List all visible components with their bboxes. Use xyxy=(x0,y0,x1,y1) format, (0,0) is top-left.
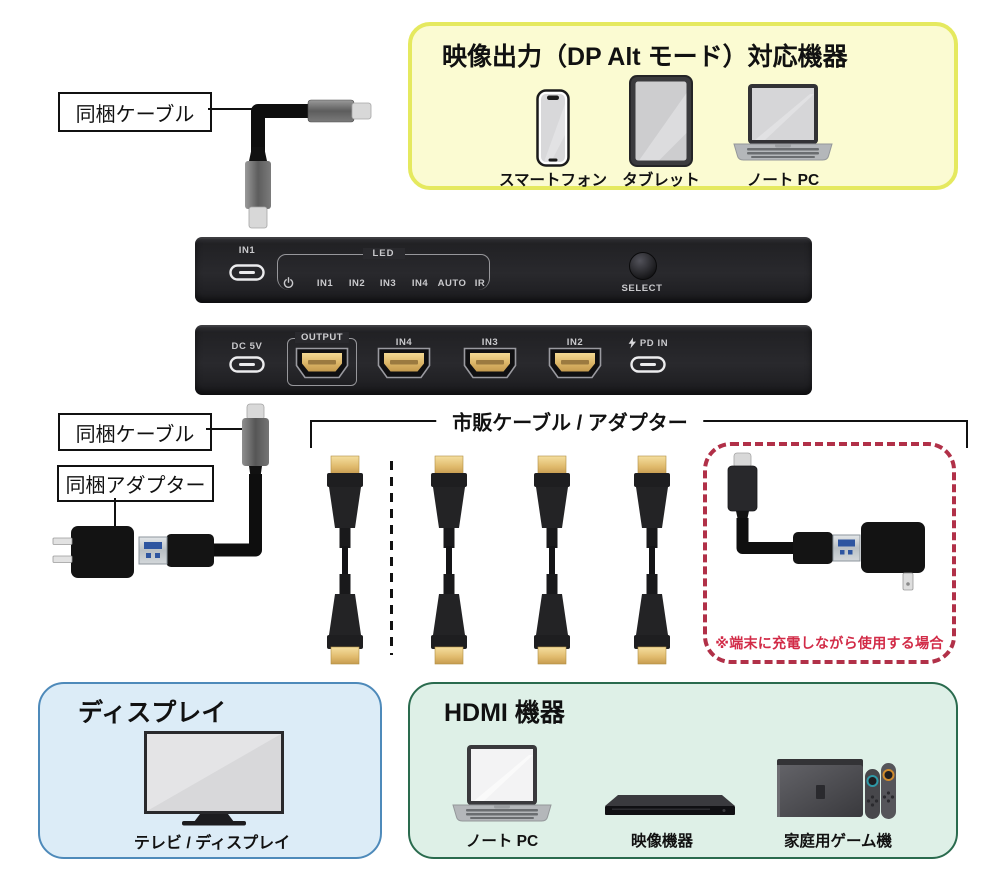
bundled-cable-top-text: 同梱ケーブル xyxy=(75,103,195,126)
hdmi-cable-icon xyxy=(327,455,363,665)
hdmi-cable-icon xyxy=(431,455,467,665)
usbc-port-icon xyxy=(630,356,666,373)
led-label-in1: IN1 xyxy=(316,278,334,289)
laptop-label: ノート PC xyxy=(746,172,820,189)
smartphone-label: スマートフォン xyxy=(498,172,608,189)
laptop-icon xyxy=(733,84,833,161)
hdmi-cable-icon xyxy=(534,455,570,665)
power-adapter-cable-icon xyxy=(52,403,269,578)
laptop-icon xyxy=(452,745,552,822)
in2-label: IN2 xyxy=(566,337,584,348)
dp-alt-supported-box: 映像出力（DP Alt モード）対応機器 スマートフォン タブレット ノート P… xyxy=(408,22,958,190)
laptop-label: ノート PC xyxy=(465,833,539,850)
switcher-back-panel: DC 5V OUTPUT IN4 IN3 xyxy=(195,325,812,395)
display-box: ディスプレイ テレビ / ディスプレイ xyxy=(38,682,382,859)
charging-note: ※端末に充電しながら使用する場合 xyxy=(715,635,944,651)
in4-label: IN4 xyxy=(395,337,413,348)
display-box-title: ディスプレイ xyxy=(78,699,227,727)
led-label-ir: IR xyxy=(474,278,486,289)
hdmi-box-title: HDMI 機器 xyxy=(444,699,565,727)
leader-line-left-cable xyxy=(206,428,252,430)
tablet-label: タブレット xyxy=(622,172,700,189)
media-player-label: 映像機器 xyxy=(630,833,694,850)
charging-adapter-box: ※端末に充電しながら使用する場合 xyxy=(703,442,956,664)
commercial-header-label: 市販ケーブル / アダプター xyxy=(436,406,704,436)
hdmi-devices-box: HDMI 機器 xyxy=(408,682,958,859)
output-label: OUTPUT xyxy=(294,332,350,343)
hdmi-port-icon xyxy=(548,347,602,379)
output-port-outline: OUTPUT xyxy=(287,332,357,386)
switcher-front-panel: IN1 LED IN1 IN2 IN3 IN4 AUTO IR SELECT xyxy=(195,237,812,303)
usbc-port-icon xyxy=(229,264,265,281)
game-console-label: 家庭用ゲーム機 xyxy=(783,833,893,850)
bundled-cable-left-label: 同梱ケーブル xyxy=(58,413,212,451)
smartphone-icon xyxy=(536,89,570,167)
usbc-to-usba-adapter-icon xyxy=(727,452,925,591)
select-label: SELECT xyxy=(621,283,663,294)
front-in1-label: IN1 xyxy=(238,245,256,256)
tv-label: テレビ / ディスプレイ xyxy=(133,835,291,852)
led-indicator-group: LED IN1 IN2 IN3 IN4 AUTO IR xyxy=(277,248,490,290)
leader-line-adapter xyxy=(114,498,116,528)
tv-icon xyxy=(144,731,284,826)
game-console-icon xyxy=(777,759,896,819)
dp-alt-box-title: 映像出力（DP Alt モード）対応機器 xyxy=(442,43,848,71)
lightning-icon xyxy=(628,337,637,349)
in3-label: IN3 xyxy=(481,337,499,348)
bundled-cable-top-label: 同梱ケーブル xyxy=(58,92,212,132)
cable-group-divider xyxy=(390,461,393,655)
led-label-in3: IN3 xyxy=(379,278,397,289)
power-icon xyxy=(283,277,294,288)
leader-line-top-cable xyxy=(208,108,257,110)
led-group-label: LED xyxy=(362,248,405,259)
bundled-adapter-label: 同梱アダプター xyxy=(57,465,214,502)
led-label-auto: AUTO xyxy=(437,278,467,289)
bundled-adapter-text: 同梱アダプター xyxy=(65,475,206,497)
usbc-port-icon xyxy=(229,356,265,373)
hdmi-port-icon xyxy=(377,347,431,379)
dc5v-label: DC 5V xyxy=(231,341,263,352)
usbc-cable-icon xyxy=(245,99,372,229)
media-player-icon xyxy=(605,795,735,815)
pd-in-label: PD IN xyxy=(628,337,668,349)
commercial-bracket: 市販ケーブル / アダプター xyxy=(310,406,968,448)
hdmi-port-icon xyxy=(463,347,517,379)
hdmi-cable-icon xyxy=(634,455,670,665)
bundled-cable-left-text: 同梱ケーブル xyxy=(75,423,195,446)
tablet-icon xyxy=(629,75,693,167)
hdmi-port-icon xyxy=(295,347,349,379)
led-label-in4: IN4 xyxy=(411,278,429,289)
led-label-in2: IN2 xyxy=(348,278,366,289)
select-button xyxy=(629,252,657,280)
